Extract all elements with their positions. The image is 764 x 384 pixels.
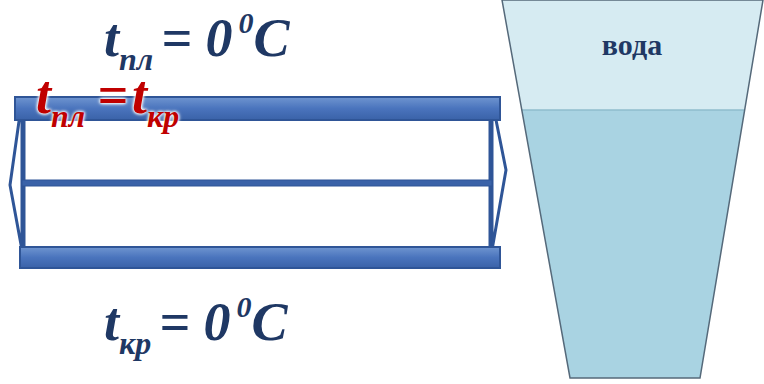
middle-bar [22,180,492,186]
bottom-bar [20,247,500,268]
side-wedge [10,100,22,250]
formula-part: = [97,65,128,125]
formula: tкр= 00C [104,292,288,359]
node-label: вода [500,28,764,62]
side-wedge [492,100,506,250]
formula-part: C [252,292,288,352]
subscript: кр [119,325,151,361]
formula: tпл=tкр [36,68,187,132]
subscript: пл [51,98,85,134]
superscript: 0 [237,290,252,323]
formula-part: t [104,8,119,68]
formula-part: t [104,292,119,352]
formula-part: t [36,65,51,125]
formula-part: t [132,65,147,125]
formula-part: = 0 [159,292,230,352]
water-beaker: вода [500,0,764,384]
top-bar [15,97,500,120]
subscript: кр [147,98,179,134]
formula-part: C [254,8,290,68]
formula-part: = 0 [161,8,232,68]
superscript: 0 [239,6,254,39]
formula: tпл= 00C [104,8,290,75]
